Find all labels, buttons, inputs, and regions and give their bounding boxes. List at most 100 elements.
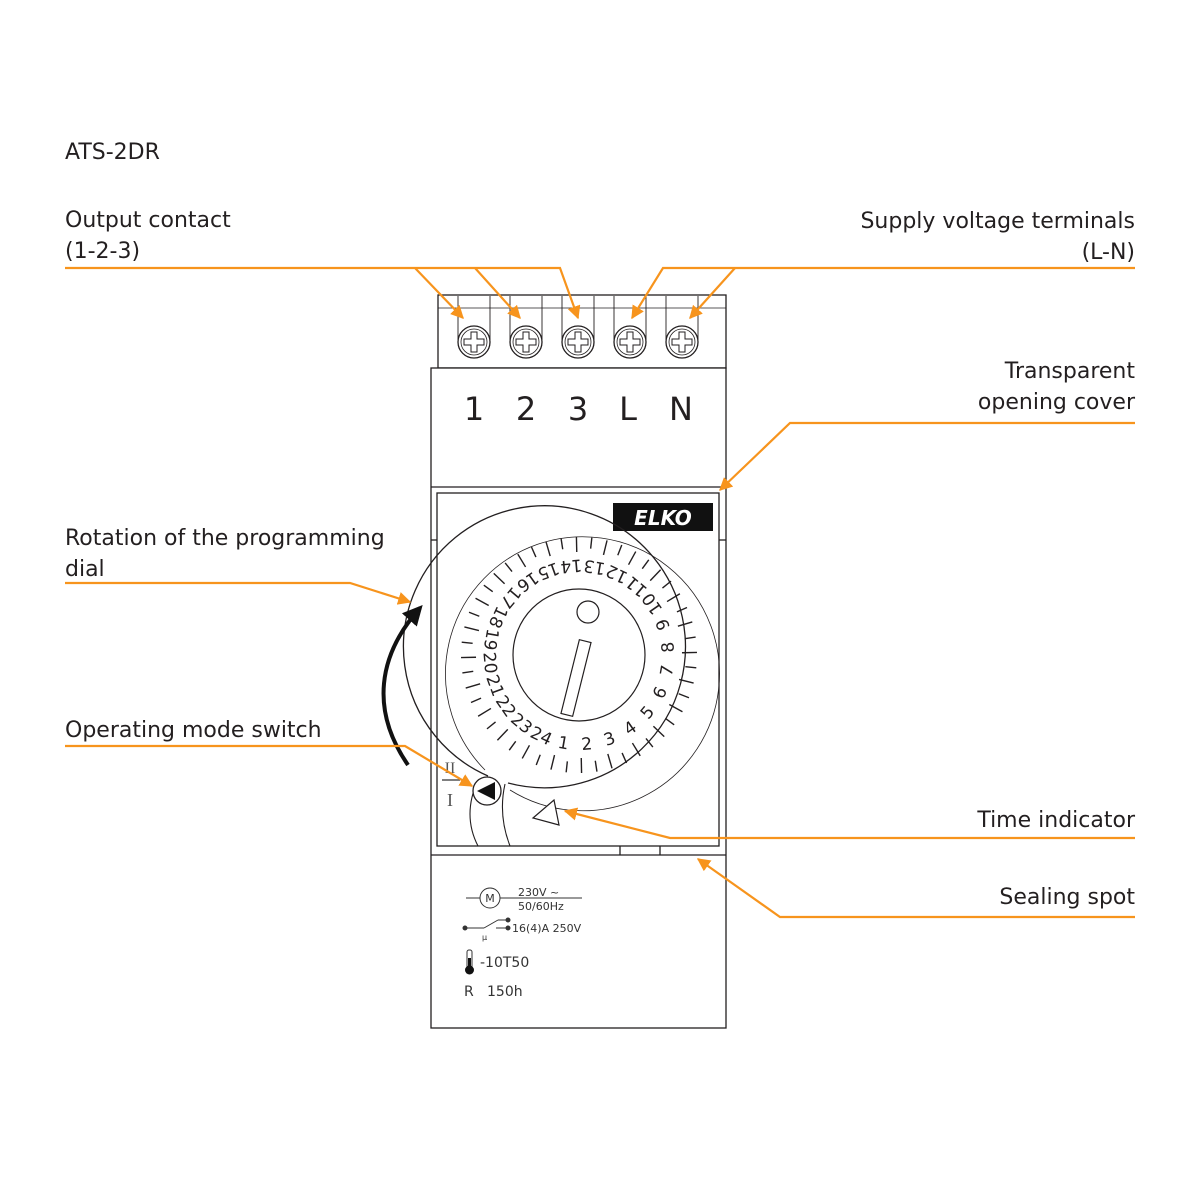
dial-tick (664, 717, 675, 726)
dial-hour-label: 2 (581, 734, 594, 755)
dial-tick (560, 538, 564, 550)
callout-mode-switch (65, 744, 474, 787)
dial-tick (470, 697, 482, 704)
dial-hour-label: 8 (658, 641, 679, 654)
relay-contact-icon (462, 917, 511, 931)
dial-tick (545, 541, 551, 557)
terminal-label-1: 1 (464, 390, 484, 428)
dial-tick (530, 546, 537, 558)
dial-tick (678, 678, 694, 684)
label-line: Rotation of the programming (65, 526, 385, 551)
screw-icon[interactable] (561, 325, 595, 359)
time-indicator-triangle (531, 798, 560, 826)
dial-tick (486, 721, 496, 730)
screw-icon[interactable] (509, 325, 543, 359)
dial-tick (462, 670, 474, 674)
label-line: Transparent (1004, 359, 1135, 384)
dial-tick (508, 740, 517, 751)
dial-tick (477, 707, 492, 717)
mode-switch-arrow-icon (477, 782, 495, 800)
callout-terminal-1 (414, 267, 464, 319)
label-line: Supply voltage terminals (860, 209, 1135, 234)
dial-hour-label: 14 (560, 554, 583, 576)
mode-mark-two: II (445, 760, 456, 777)
dial-tick (685, 665, 697, 669)
dial-tick (517, 553, 527, 568)
dial-tick (521, 744, 531, 759)
terminal-label-l: L (619, 390, 637, 428)
dial-tick (594, 760, 598, 772)
dial-tick (535, 754, 541, 766)
dial-tick (631, 742, 641, 757)
mode-mark-one: I (447, 790, 453, 810)
callout-terminal-3 (65, 266, 581, 320)
dial-ticks (461, 537, 697, 773)
dial-tick (662, 580, 672, 589)
spec-label: M 230V ~ 50/60Hz μ 16(4)A 250V -10T50 R … (462, 886, 582, 1000)
label-line: (L-N) (1081, 240, 1135, 265)
spec-voltage: 230V ~ (518, 886, 559, 899)
label-transparent-cover: Transparent opening cover (978, 356, 1135, 418)
dial-tick (461, 641, 473, 645)
label-sealing-spot: Sealing spot (999, 885, 1135, 910)
dial-tick (464, 626, 480, 632)
dial-tick (475, 597, 490, 607)
dial-tick (668, 703, 683, 713)
dial-tick (666, 593, 681, 603)
callout-terminal-2 (474, 267, 521, 319)
label-line: (1-2-3) (65, 239, 141, 264)
callout-sealing-spot (696, 858, 1135, 919)
dial-tick (496, 728, 509, 741)
dial-hour-label: 7 (657, 664, 679, 678)
thermometer-icon (465, 949, 474, 975)
spec-reserve: 150h (487, 984, 523, 1000)
device-model-title: ATS-2DR (65, 140, 160, 165)
dial-hour-label: 13 (582, 555, 607, 578)
terminal-label-3: 3 (568, 390, 588, 428)
dial-hour-label: 1 (556, 733, 570, 755)
terminal-labels: 1 2 3 L N (464, 390, 693, 428)
dial-tick (607, 753, 613, 769)
label-rotation-dial: Rotation of the programming dial (65, 523, 385, 585)
dial-tick (678, 693, 690, 699)
callout-lines (65, 266, 1135, 919)
callout-time-indicator (563, 807, 1135, 840)
label-operating-mode: Operating mode switch (65, 718, 322, 743)
operating-mode-switch[interactable] (472, 776, 502, 806)
screw-icon[interactable] (665, 325, 699, 359)
dial-tick (550, 754, 556, 770)
callout-cover (719, 421, 1135, 491)
dial-tick (652, 725, 665, 738)
terminal-screws (457, 325, 699, 359)
dial-tick (645, 738, 654, 748)
label-line: opening cover (977, 390, 1135, 415)
dial-tick (627, 551, 637, 566)
dial-knob-hole (576, 600, 600, 624)
dial-tick (468, 611, 480, 617)
motor-symbol: M (485, 892, 495, 905)
dial-knob-slot (560, 638, 592, 718)
dial-tick (504, 562, 513, 572)
dial-tick (676, 606, 688, 613)
label-line: dial (65, 557, 105, 582)
dial-tick (649, 569, 662, 582)
dial-tick (602, 540, 608, 556)
terminal-label-n: N (669, 390, 693, 428)
callout-terminal-l (631, 266, 1135, 320)
label-time-indicator: Time indicator (977, 808, 1135, 833)
rotation-arrow-icon (381, 605, 423, 767)
dial-tick (641, 559, 650, 570)
callout-terminal-n (689, 267, 736, 319)
dial-tick (493, 572, 506, 585)
dial-tick (483, 584, 494, 593)
screw-icon[interactable] (457, 325, 491, 359)
dial-hour-label: 20 (478, 651, 500, 674)
dial-tick (677, 621, 693, 627)
dial-tick (684, 636, 696, 640)
label-output-contact: Output contact (1-2-3) (65, 205, 231, 267)
elko-logo-text: ELKO (634, 506, 692, 530)
screw-icon[interactable] (613, 325, 647, 359)
dial-hour-label: 19 (479, 627, 502, 652)
label-line: Output contact (65, 208, 231, 233)
